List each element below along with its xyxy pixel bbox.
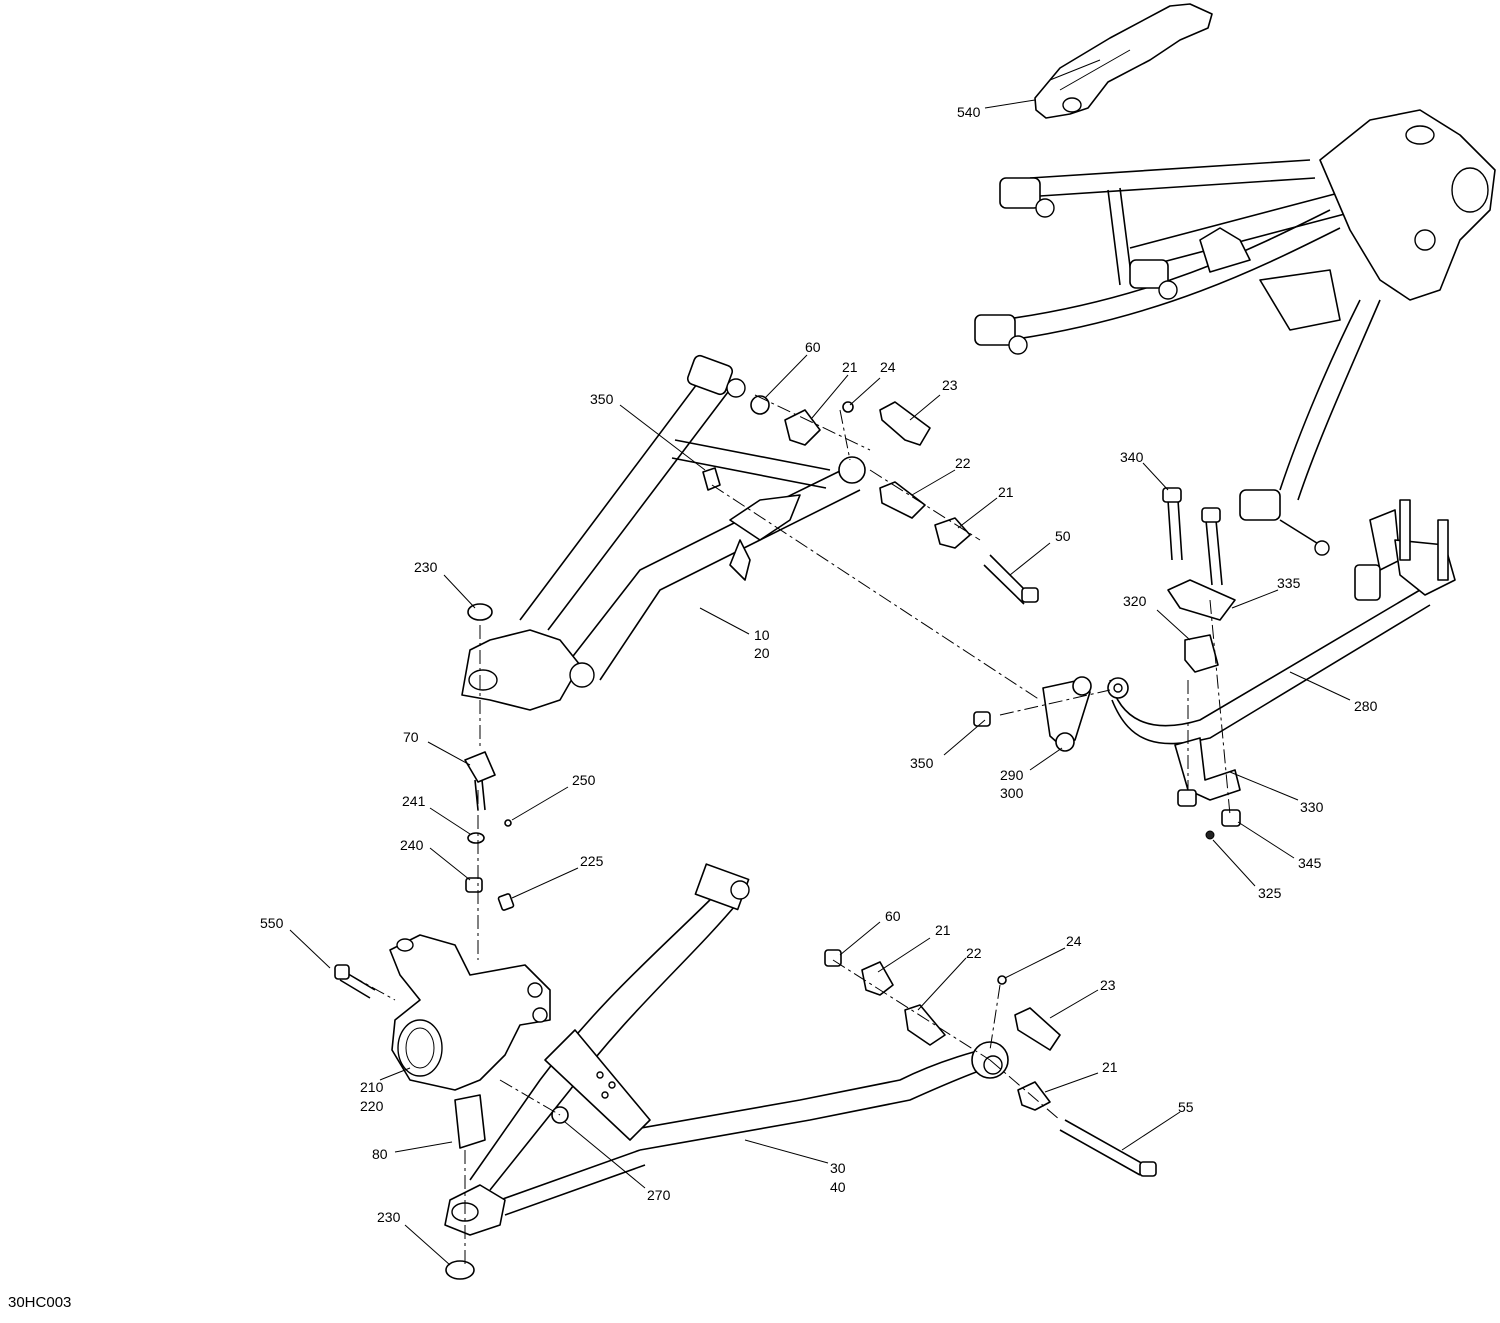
callout-340: 340	[1120, 449, 1144, 465]
callout-22-lower: 22	[966, 945, 982, 961]
callout-22-upper: 22	[955, 455, 971, 471]
callout-250: 250	[572, 772, 596, 788]
callout-60-lower: 60	[885, 908, 901, 924]
callout-345: 345	[1298, 855, 1322, 871]
callout-325: 325	[1258, 885, 1282, 901]
callout-320: 320	[1123, 593, 1147, 609]
callout-330: 330	[1300, 799, 1324, 815]
callout-23-upper: 23	[942, 377, 958, 393]
upper-right-assembly	[974, 3, 1496, 556]
callout-30: 30	[830, 1160, 846, 1176]
callout-21-upper: 21	[842, 359, 858, 375]
callout-60-upper: 60	[805, 339, 821, 355]
callout-24-lower: 24	[1066, 933, 1082, 949]
callout-70: 70	[403, 729, 419, 745]
diagram-code: 30HC003	[8, 1294, 72, 1311]
callout-300: 300	[1000, 785, 1024, 801]
upper-hardware	[464, 395, 1039, 911]
callout-80: 80	[372, 1146, 388, 1162]
lower-a-arm	[444, 863, 1009, 1236]
lower-hardware	[334, 949, 1157, 1280]
callout-20: 20	[754, 645, 770, 661]
callout-55: 55	[1178, 1099, 1194, 1115]
callout-23-lower: 23	[1100, 977, 1116, 993]
callout-40: 40	[830, 1179, 846, 1195]
callout-24-upper: 24	[880, 359, 896, 375]
callout-210: 210	[360, 1079, 384, 1095]
stabilizer-bar	[1042, 487, 1456, 840]
callout-350-upper: 350	[590, 391, 614, 407]
callout-240: 240	[400, 837, 424, 853]
callout-225: 225	[580, 853, 604, 869]
callout-241: 241	[402, 793, 426, 809]
callout-270: 270	[647, 1187, 671, 1203]
callout-230-upper: 230	[414, 559, 438, 575]
callout-280: 280	[1354, 698, 1378, 714]
callout-350-right: 350	[910, 755, 934, 771]
upper-a-arm	[461, 354, 866, 711]
assembly-lines	[349, 394, 1231, 1265]
callout-21-lower-b: 21	[1102, 1059, 1118, 1075]
knuckle-210	[389, 934, 551, 1091]
leader-lines	[289, 99, 1351, 1266]
callout-550: 550	[260, 915, 284, 931]
callout-335: 335	[1277, 575, 1301, 591]
callout-21-upper-b: 21	[998, 484, 1014, 500]
callout-230-lower: 230	[377, 1209, 401, 1225]
callout-290: 290	[1000, 767, 1024, 783]
callout-50: 50	[1055, 528, 1071, 544]
callout-220: 220	[360, 1098, 384, 1114]
callout-10: 10	[754, 627, 770, 643]
bracket-540	[1034, 3, 1213, 119]
callout-540: 540	[957, 104, 981, 120]
callout-labels: 540 60 21 24 23 350 22 21 50 230 10 20 7…	[260, 104, 1378, 1225]
callout-21-lower: 21	[935, 922, 951, 938]
